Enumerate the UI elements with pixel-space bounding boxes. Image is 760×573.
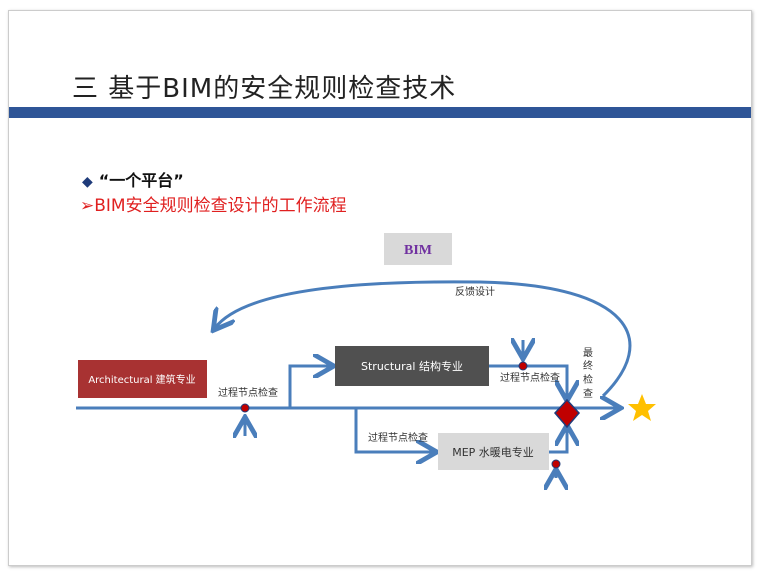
checkpoint-dot — [518, 361, 528, 371]
structural-label: Structural 结构专业 — [361, 359, 463, 373]
feedback-arc — [215, 280, 632, 398]
feedback-label: 反馈设计 — [455, 285, 495, 298]
mep-out — [549, 428, 567, 454]
arrow-bullet-icon: ➢ — [80, 196, 95, 216]
checkpoint-dot — [551, 459, 561, 469]
check-label: 过程节点检查 — [218, 386, 278, 399]
slide-title: 三 基于BIM的安全规则检查技术 — [72, 74, 457, 104]
structural-branch — [288, 366, 331, 408]
bullet-text: “一个平台” — [98, 171, 184, 190]
bullet-platform: ◆ “一个平台” — [82, 167, 184, 191]
architectural-box — [78, 360, 207, 398]
bullet-workflow: ➢BIM安全规则检查设计的工作流程 — [80, 191, 347, 216]
bim-box — [384, 233, 452, 265]
structural-out — [489, 364, 567, 398]
star-icon — [628, 394, 656, 421]
slide-frame — [8, 10, 752, 566]
mep-box — [438, 433, 549, 470]
checkpoint-dot — [240, 403, 250, 413]
final-check-char: 最 — [583, 347, 593, 359]
check-label: 过程节点检查 — [368, 431, 428, 444]
final-check-char: 查 — [583, 387, 593, 400]
structural-box — [335, 346, 489, 386]
mep-label: MEP 水暖电专业 — [452, 445, 534, 459]
bim-label: BIM — [404, 243, 432, 258]
title-bar — [9, 107, 751, 118]
final-check-char: 终 — [583, 359, 593, 372]
final-check-label: 最 终 检 查 — [583, 347, 593, 400]
check-label: 过程节点检查 — [500, 371, 560, 384]
final-check-diamond — [553, 398, 581, 429]
bullet-text: BIM安全规则检查设计的工作流程 — [94, 196, 347, 216]
mep-branch — [354, 408, 434, 452]
diamond-bullet-icon: ◆ — [82, 174, 93, 190]
architectural-label: Architectural 建筑专业 — [88, 373, 195, 386]
final-check-char: 检 — [583, 373, 593, 386]
